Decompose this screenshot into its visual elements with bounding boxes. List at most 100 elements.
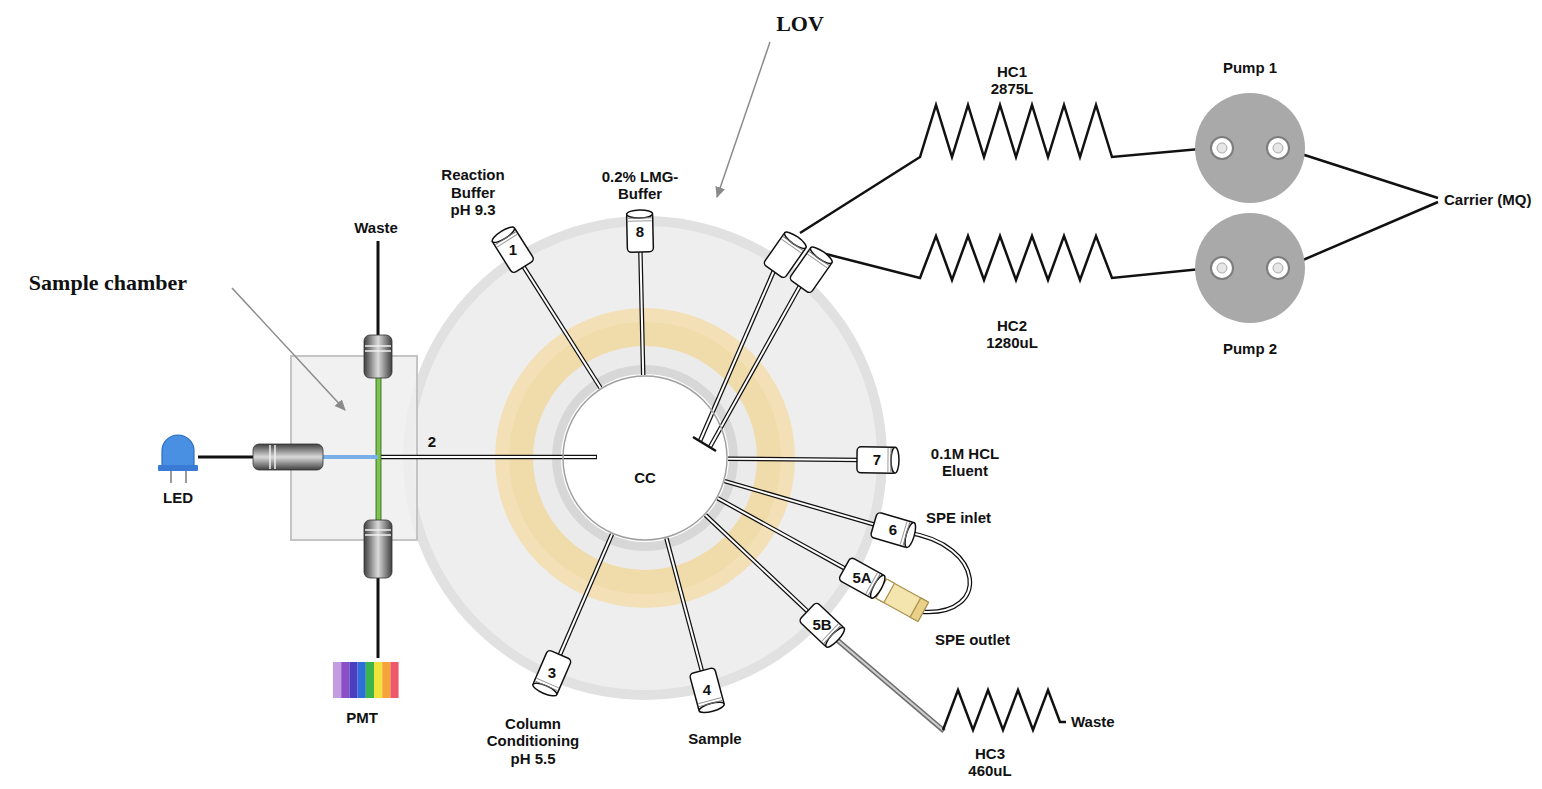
- port-fitting: [627, 210, 654, 253]
- pump: Pump 1: [1195, 93, 1305, 203]
- central-chamber: CC: [562, 375, 728, 541]
- port-ring: [900, 522, 907, 545]
- chamber-label: CC: [634, 469, 656, 486]
- led-dome: [162, 435, 194, 468]
- light-path: [322, 455, 378, 459]
- fitting-ring: [274, 445, 276, 469]
- part-label: LED: [163, 489, 193, 506]
- pump-head: [1195, 213, 1305, 323]
- valve-port: 6SPE inlet: [878, 515, 908, 545]
- callout-label: Sample chamber: [29, 270, 187, 295]
- tube-connector: [640, 247, 643, 375]
- channel-tube: [381, 455, 597, 460]
- waste-tube: [836, 639, 1066, 731]
- spe-frit: [910, 598, 929, 622]
- fitting: [253, 444, 323, 470]
- pump-port: [1267, 257, 1289, 279]
- port-ring: [628, 220, 652, 222]
- fitting-ring: [269, 445, 271, 469]
- waste-wire: [377, 241, 380, 335]
- spectrum-band: [341, 662, 349, 698]
- tube-connector: [725, 481, 878, 525]
- fitting: [364, 520, 392, 578]
- spectrum-band: [358, 662, 366, 698]
- spectrum-band: [374, 662, 382, 698]
- part-label: SPE outlet: [935, 631, 1010, 648]
- carrier-line: [1289, 150, 1438, 198]
- spectrum-band: [366, 662, 374, 698]
- pump-port: [1217, 263, 1227, 273]
- port-number: 7: [873, 451, 881, 468]
- tube-connector: [523, 265, 601, 388]
- port-cap: [531, 681, 558, 699]
- fitting: [364, 520, 392, 578]
- port-number: 1: [509, 241, 517, 258]
- coil-label: HC3 460uL: [965, 745, 1015, 780]
- port-label: Sample: [688, 730, 741, 747]
- port-number: 5B: [812, 616, 831, 633]
- port-label: Waste: [354, 219, 398, 236]
- port-number: 4: [703, 681, 711, 698]
- valve-port: 5A: [847, 563, 877, 593]
- holding-coil: [800, 105, 1211, 233]
- fitting-ring: [365, 345, 391, 347]
- port-label: 0.1M HCL Eluent: [929, 445, 1001, 480]
- spectrum-band: [390, 662, 398, 698]
- holding-coil: [943, 690, 1066, 730]
- port-fitting: [857, 447, 897, 473]
- port-number: 5A: [852, 569, 871, 586]
- pump: Pump 2: [1195, 213, 1305, 323]
- pump-label: Pump 2: [1223, 340, 1277, 357]
- fitting: [364, 335, 392, 378]
- tube-connector: [705, 515, 807, 611]
- channel-tube: [381, 457, 597, 458]
- flow-cell: [376, 376, 381, 522]
- callout-label: LOV: [776, 11, 824, 36]
- channel-tube: [710, 287, 800, 448]
- led-symbol: [158, 435, 198, 483]
- tube-connector: [523, 265, 601, 388]
- tube-connector: [666, 538, 703, 675]
- valve-port: 5B: [807, 610, 837, 640]
- valve-port: 3Column Conditioning pH 5.5: [537, 658, 567, 688]
- spectrum-band: [382, 662, 390, 698]
- leader-line: [717, 42, 770, 197]
- port-number: 8: [636, 223, 644, 240]
- waste-tube: [836, 639, 943, 730]
- tube-connector: [728, 459, 862, 460]
- holding-coil: [826, 236, 1211, 280]
- valve-port: 4Sample: [692, 675, 722, 705]
- coil-label: HC2 1280uL: [983, 317, 1041, 352]
- port-cap: [627, 210, 653, 219]
- port-ring: [903, 522, 910, 545]
- tube-connector: [725, 481, 878, 525]
- port-ring: [890, 448, 891, 472]
- pump-port: [1217, 143, 1227, 153]
- led-leg: [185, 470, 187, 483]
- port-fitting: [799, 602, 846, 648]
- pmt-spectrum: [333, 662, 399, 698]
- tube-connector: [705, 515, 807, 611]
- chamber-outline: [563, 376, 727, 540]
- port-fitting: [531, 649, 572, 698]
- channel-end: [693, 437, 716, 451]
- coil-label: HC1 2875L: [987, 63, 1037, 98]
- valve-port: 80.2% LMG- Buffer: [625, 217, 655, 247]
- spe-column: [876, 579, 929, 621]
- port-label: 0.2% LMG- Buffer: [600, 168, 680, 203]
- port-fitting: [627, 212, 654, 253]
- chamber-outline: [562, 375, 728, 541]
- spe-column: [876, 579, 929, 621]
- port-cap: [903, 521, 918, 548]
- port-fitting: [870, 512, 918, 549]
- led-leg: [170, 470, 172, 483]
- port-label: Waste: [1071, 713, 1115, 730]
- tube-connector: [666, 538, 703, 675]
- valve-port: 1Reaction Buffer pH 9.3: [498, 235, 528, 265]
- port-fitting: [857, 447, 899, 473]
- port-fitting: [689, 667, 725, 714]
- port-ring: [887, 448, 888, 472]
- leader-line: [232, 288, 345, 410]
- pump-port: [1273, 263, 1283, 273]
